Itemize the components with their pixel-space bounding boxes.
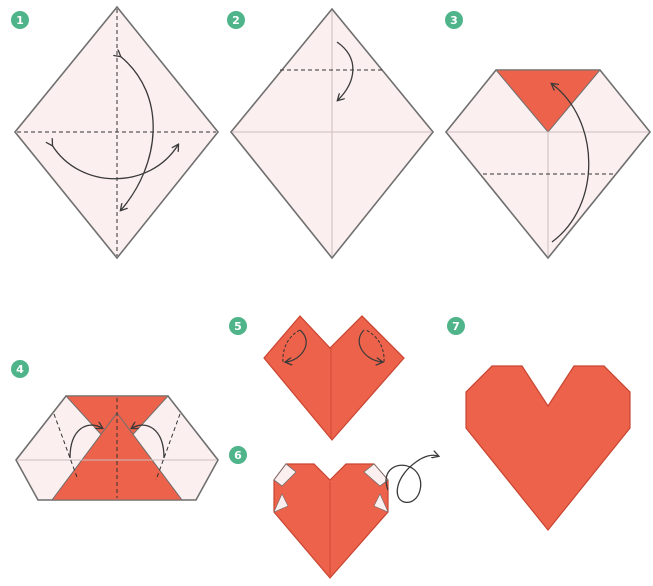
step-5-badge: 5 [229,317,247,335]
step-2-badge: 2 [227,11,245,29]
heart-shape [264,316,404,440]
step-3-badge: 3 [445,11,463,29]
step-5: 5 [229,316,404,440]
step-6-number: 6 [234,449,242,462]
step-1-badge: 1 [11,11,29,29]
step-7: 7 [447,317,630,530]
step-1-number: 1 [16,14,24,27]
step-7-number: 7 [452,320,460,333]
heart-shape [274,464,388,578]
step-3-number: 3 [450,14,458,27]
step-4-number: 4 [16,363,24,376]
turn-over-arrow [386,455,438,502]
finished-heart [466,366,630,530]
step-6-badge: 6 [229,446,247,464]
step-5-number: 5 [234,320,242,333]
step-4: 4 [11,360,218,500]
step-2: 2 [227,9,433,258]
step-7-badge: 7 [447,317,465,335]
step-2-number: 2 [232,14,240,27]
step-3: 3 [445,11,650,258]
step-6: 6 [229,446,438,578]
step-1: 1 [11,7,218,258]
step-4-badge: 4 [11,360,29,378]
